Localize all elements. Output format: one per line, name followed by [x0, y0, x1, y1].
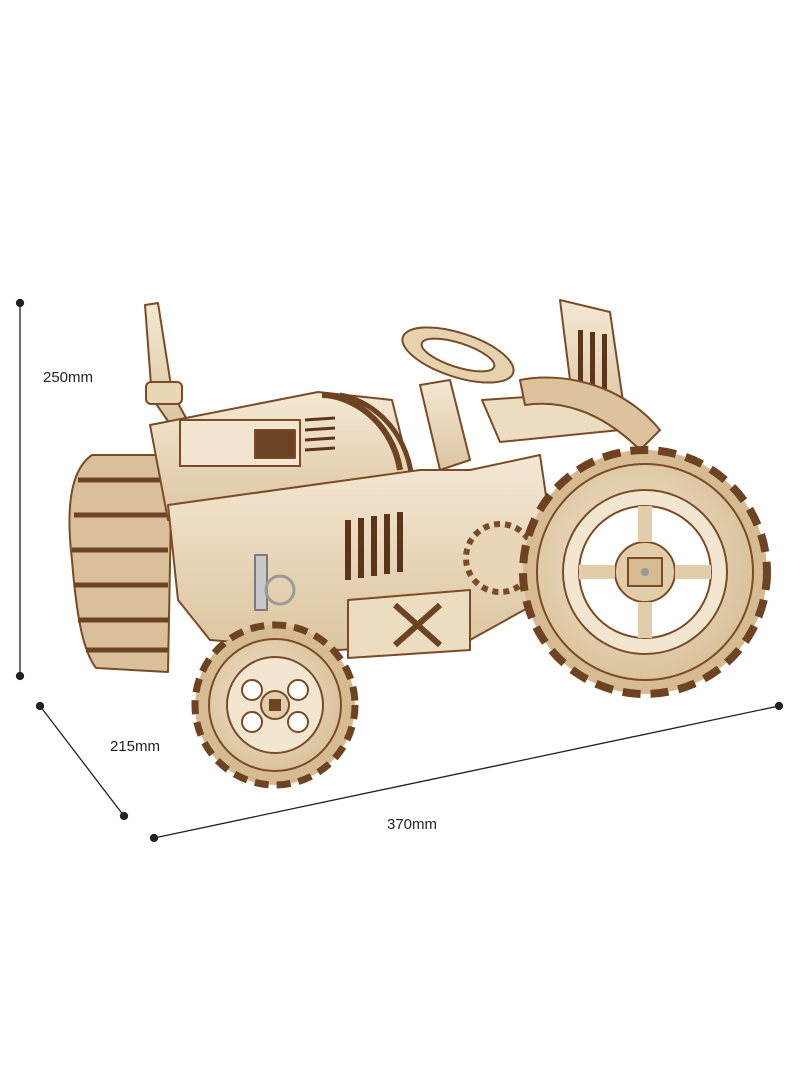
exhaust-collar: [145, 381, 183, 405]
hood-vents: [304, 416, 336, 452]
dimension-lines: [15, 298, 784, 843]
depth-start-dot: [35, 701, 45, 711]
depth-end-dot: [119, 811, 129, 821]
hood-ribs: [321, 392, 403, 471]
chassis-panel: [347, 589, 471, 659]
depth-dimension-label: 215mm: [110, 738, 161, 755]
chassis-vents: [345, 512, 403, 580]
steering-column: [419, 379, 471, 471]
front-grille: [68, 454, 173, 673]
hood-slot: [254, 429, 296, 459]
wooden-tractor: [68, 299, 771, 789]
height-bottom-dot: [15, 671, 25, 681]
width-line: [153, 705, 780, 839]
width-end-dot: [774, 701, 784, 711]
front-wheel: [191, 621, 359, 789]
chassis-cross: [393, 602, 442, 648]
width-start-dot: [149, 833, 159, 843]
width-dimension-label: 370mm: [387, 816, 438, 833]
rear-wheel: [519, 446, 771, 698]
height-top-dot: [15, 298, 25, 308]
height-dimension-label: 250mm: [43, 369, 94, 386]
crank-handle: [254, 554, 268, 611]
rear-fender: [519, 376, 661, 451]
exhaust-pipe: [144, 302, 187, 425]
depth-line: [39, 705, 125, 817]
